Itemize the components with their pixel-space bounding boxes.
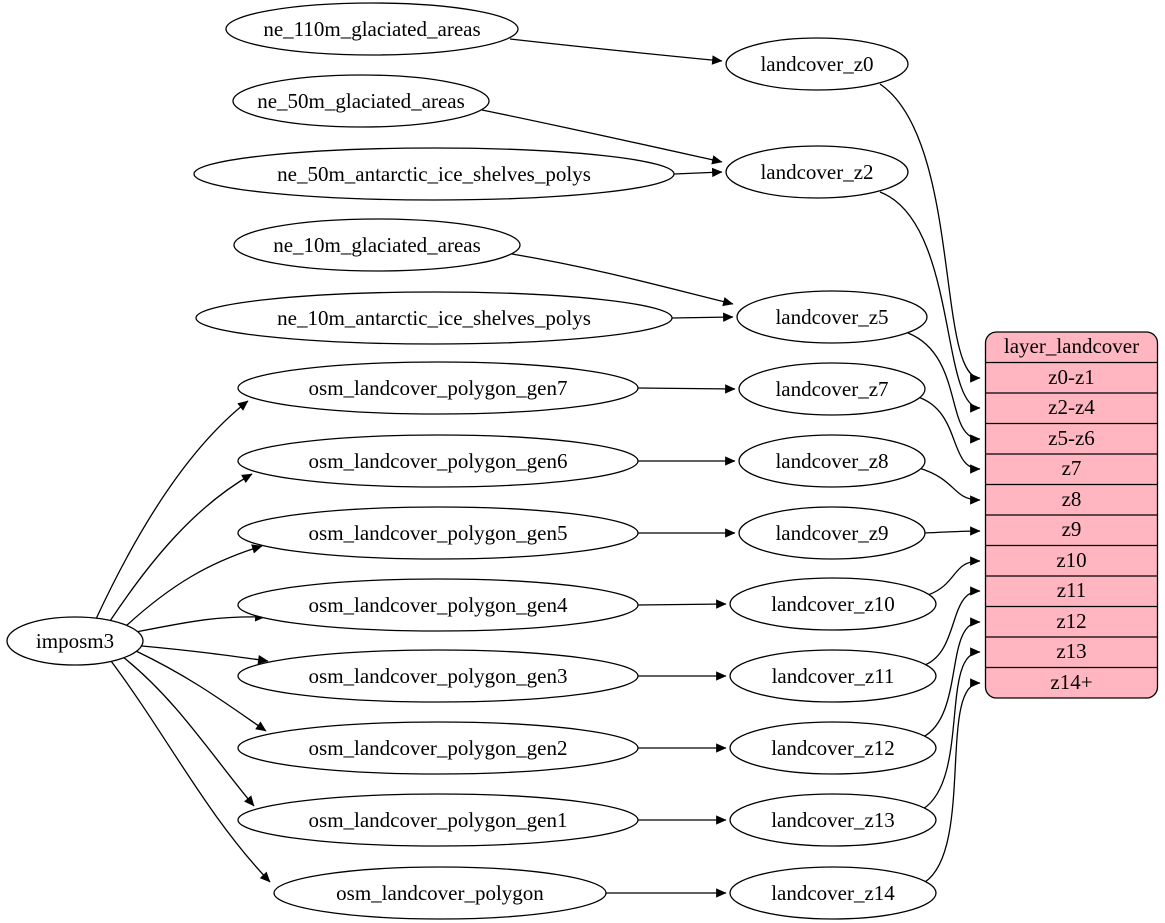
layer-table-row-z11: z11	[1057, 578, 1087, 602]
node-ne_50m_antarctic_ice_shelves_polys-label: ne_50m_antarctic_ice_shelves_polys	[277, 162, 591, 186]
edge-imposm3-to-osm_landcover_polygon	[110, 660, 271, 883]
node-landcover_z0-label: landcover_z0	[760, 52, 873, 76]
layer-table-row-z0-z1: z0-z1	[1048, 365, 1095, 389]
node-osm_landcover_polygon_gen7-label: osm_landcover_polygon_gen7	[309, 376, 568, 400]
node-osm_landcover_polygon_gen4: osm_landcover_polygon_gen4	[237, 578, 639, 632]
node-osm_landcover_polygon_gen6-label: osm_landcover_polygon_gen6	[309, 449, 568, 473]
node-landcover_z7: landcover_z7	[738, 362, 926, 416]
edge-osm_landcover_polygon_gen4-to-landcover_z10	[637, 599, 727, 609]
node-landcover_z11-label: landcover_z11	[772, 664, 895, 688]
node-ne_110m_glaciated_areas: ne_110m_glaciated_areas	[225, 2, 519, 56]
node-landcover_z2: landcover_z2	[725, 145, 909, 199]
edge-ne_110m_glaciated_areas-to-landcover_z0	[509, 38, 723, 65]
node-ne_10m_glaciated_areas-label: ne_10m_glaciated_areas	[273, 233, 481, 257]
node-landcover_z0: landcover_z0	[725, 37, 909, 91]
node-landcover_z13: landcover_z13	[729, 793, 937, 847]
edge-landcover_z10-to-layer_landcover-z10	[927, 556, 981, 596]
edges-imposm3	[95, 400, 271, 883]
node-landcover_z8: landcover_z8	[738, 434, 926, 488]
node-osm_landcover_polygon_gen5-label: osm_landcover_polygon_gen5	[309, 521, 568, 545]
edge-imposm3-to-osm_landcover_polygon_gen7	[95, 400, 249, 620]
node-osm_landcover_polygon_gen3: osm_landcover_polygon_gen3	[237, 649, 639, 703]
node-landcover_z13-label: landcover_z13	[771, 808, 895, 832]
edge-osm_landcover_polygon_gen7-to-landcover_z7	[637, 384, 736, 394]
edge-ne_10m_glaciated_areas-to-landcover_z5	[511, 253, 734, 307]
node-landcover_z10-label: landcover_z10	[771, 592, 895, 616]
edge-landcover_z13-to-layer_landcover-z13	[922, 647, 981, 810]
node-ne_110m_glaciated_areas-label: ne_110m_glaciated_areas	[263, 17, 480, 41]
layer-table-row-z8: z8	[1062, 487, 1082, 511]
edge-imposm3-to-osm_landcover_polygon_gen5	[125, 544, 263, 627]
layer-table-row-z10: z10	[1056, 548, 1086, 572]
edge-landcover_z7-to-layer_landcover-z7	[917, 396, 981, 474]
node-ne_50m_glaciated_areas: ne_50m_glaciated_areas	[232, 74, 490, 128]
node-landcover_z2-label: landcover_z2	[760, 160, 873, 184]
layer-table-row-z14plus: z14+	[1050, 670, 1092, 694]
layer-table-row-z2-z4: z2-z4	[1048, 395, 1095, 419]
node-ne_10m_antarctic_ice_shelves_polys: ne_10m_antarctic_ice_shelves_polys	[195, 291, 673, 345]
node-landcover_z9-label: landcover_z9	[775, 521, 888, 545]
node-landcover_z7-label: landcover_z7	[775, 377, 888, 401]
node-imposm3-label: imposm3	[36, 629, 114, 653]
node-osm_landcover_polygon_gen6: osm_landcover_polygon_gen6	[237, 434, 639, 488]
layer-table-title: layer_landcover	[1004, 334, 1139, 358]
layer-table-row-z13: z13	[1056, 639, 1086, 663]
edge-imposm3-to-osm_landcover_polygon_gen4	[135, 612, 266, 633]
edge-ne_50m_glaciated_areas-to-landcover_z2	[481, 109, 723, 165]
node-landcover_z12: landcover_z12	[729, 721, 937, 775]
node-osm_landcover_polygon_gen2-label: osm_landcover_polygon_gen2	[309, 736, 568, 760]
node-landcover_z12-label: landcover_z12	[771, 736, 895, 760]
node-landcover_z14: landcover_z14	[729, 866, 937, 920]
node-landcover_z5-label: landcover_z5	[775, 305, 888, 329]
edge-landcover_z14-to-layer_landcover-z14plus	[924, 678, 981, 883]
layer-table-row-z12: z12	[1056, 609, 1086, 633]
layer-landcover-table: layer_landcover z0-z1 z2-z4 z5-z6 z7 z8 …	[984, 331, 1159, 699]
edge-landcover_z5-to-layer_landcover-z5-z6	[907, 332, 981, 444]
edge-landcover_z12-to-layer_landcover-z12	[922, 617, 981, 738]
node-ne_10m_antarctic_ice_shelves_polys-label: ne_10m_antarctic_ice_shelves_polys	[277, 306, 591, 330]
edge-imposm3-to-osm_landcover_polygon_gen2	[135, 650, 267, 732]
node-osm_landcover_polygon_gen3-label: osm_landcover_polygon_gen3	[309, 664, 568, 688]
edge-landcover_z9-to-layer_landcover-z9	[923, 526, 981, 536]
edge-imposm3-to-osm_landcover_polygon_gen1	[122, 656, 255, 807]
node-osm_landcover_polygon_gen2: osm_landcover_polygon_gen2	[237, 721, 639, 775]
node-imposm3: imposm3	[6, 616, 144, 666]
edges-to-layer-table	[879, 83, 981, 883]
node-osm_landcover_polygon: osm_landcover_polygon	[273, 866, 607, 920]
node-osm_landcover_polygon-label: osm_landcover_polygon	[336, 881, 544, 905]
edge-imposm3-to-osm_landcover_polygon_gen6	[109, 473, 253, 622]
edge-landcover_z2-to-layer_landcover-z2-z4	[879, 191, 981, 413]
edge-landcover_z0-to-layer_landcover-z0-z1	[879, 83, 981, 383]
layer-table-row-z7: z7	[1062, 456, 1082, 480]
layer-table-row-z9: z9	[1062, 517, 1082, 541]
node-ne_50m_antarctic_ice_shelves_polys: ne_50m_antarctic_ice_shelves_polys	[193, 147, 675, 201]
node-osm_landcover_polygon_gen5: osm_landcover_polygon_gen5	[237, 506, 639, 560]
layer-table-row-z5-z6: z5-z6	[1048, 426, 1095, 450]
node-osm_landcover_polygon_gen4-label: osm_landcover_polygon_gen4	[309, 593, 568, 617]
node-osm_landcover_polygon_gen7: osm_landcover_polygon_gen7	[237, 361, 639, 415]
node-landcover_z11: landcover_z11	[729, 649, 937, 703]
node-landcover_z5: landcover_z5	[736, 290, 928, 344]
edge-imposm3-to-osm_landcover_polygon_gen3	[141, 645, 269, 665]
edge-landcover_z8-to-layer_landcover-z8	[918, 467, 981, 505]
node-ne_50m_glaciated_areas-label: ne_50m_glaciated_areas	[257, 89, 465, 113]
node-landcover_z14-label: landcover_z14	[771, 881, 895, 905]
node-osm_landcover_polygon_gen1: osm_landcover_polygon_gen1	[237, 793, 639, 847]
edge-ne_10m_antarctic_ice_shelves_polys-to-landcover_z5	[671, 312, 734, 322]
edges-sources	[481, 38, 736, 898]
node-osm_landcover_polygon_gen1-label: osm_landcover_polygon_gen1	[309, 808, 568, 832]
edge-ne_50m_antarctic_ice_shelves_polys-to-landcover_z2	[673, 167, 723, 178]
node-landcover_z9: landcover_z9	[738, 506, 926, 560]
node-landcover_z10: landcover_z10	[729, 577, 937, 631]
node-landcover_z8-label: landcover_z8	[775, 449, 888, 473]
edge-landcover_z11-to-layer_landcover-z11	[924, 586, 981, 666]
node-ne_10m_glaciated_areas: ne_10m_glaciated_areas	[233, 218, 521, 272]
